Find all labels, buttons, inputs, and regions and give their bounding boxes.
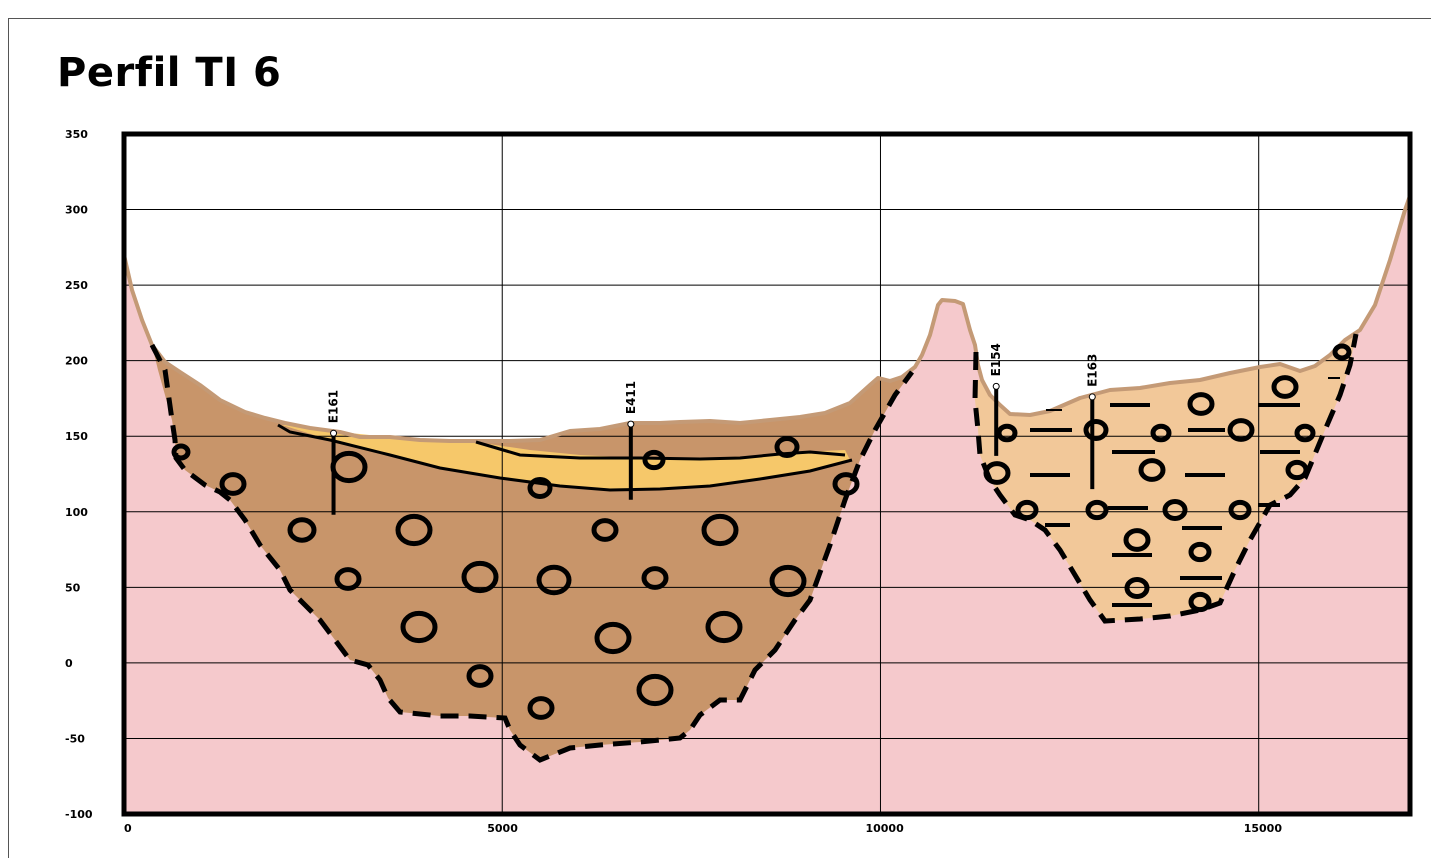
well-head-marker	[330, 429, 338, 437]
well-head-marker	[627, 420, 635, 428]
well-label: E154	[989, 343, 1003, 376]
geologic-profile-chart: E161 E411 E154 E163 350 300 250 200 150 100 50 0 -5…	[65, 128, 1413, 835]
page-title: Perfil TI 6	[57, 50, 282, 96]
y-axis-tick-labels: 350 300 250 200 150 100 50 0 -50 -100	[65, 128, 93, 821]
well-head-marker	[992, 382, 1000, 390]
clast-symbol	[1285, 459, 1309, 481]
clast-symbol	[636, 673, 674, 707]
clast-symbol	[171, 443, 191, 461]
clast-symbol	[769, 564, 807, 598]
well-head-marker	[1088, 393, 1096, 401]
clast-symbol	[1227, 418, 1255, 442]
x-tick-label: 0	[124, 822, 132, 835]
lens-upper-boundary	[475, 440, 846, 461]
well-e161: E161	[327, 390, 341, 515]
clast-symbol	[1123, 528, 1151, 552]
x-tick-label: 5000	[487, 822, 518, 835]
plot-frame	[121, 131, 1413, 817]
clast-symbol	[1138, 458, 1166, 482]
clast-symbol	[466, 664, 494, 688]
clast-symbol	[1015, 499, 1039, 521]
clast-symbol	[1294, 423, 1316, 443]
clast-symbol	[395, 513, 433, 547]
clast-symbol	[705, 610, 743, 644]
well-e411: E411	[624, 381, 638, 500]
topographic-surface-line	[124, 189, 1410, 443]
clast-symbol	[1083, 419, 1109, 441]
well-e154: E154	[989, 343, 1003, 456]
clast-symbol	[1124, 577, 1150, 599]
figure-frame	[8, 18, 1431, 858]
x-tick-label: 10000	[865, 822, 904, 835]
clast-symbol	[594, 621, 632, 655]
well-label: E163	[1085, 354, 1099, 387]
clast-symbol	[832, 472, 860, 496]
clast-symbol	[1150, 423, 1172, 443]
well-label: E161	[327, 390, 341, 423]
left-valley-base-boundary	[149, 343, 915, 763]
clast-symbol	[701, 513, 739, 547]
well-e163: E163	[1085, 354, 1099, 490]
y-tick-label: 50	[65, 581, 81, 594]
y-tick-label: 0	[65, 657, 73, 670]
clast-symbols	[171, 343, 1352, 720]
y-tick-label: 150	[65, 430, 88, 443]
lamination-symbols	[1030, 377, 1340, 607]
clast-symbol	[996, 423, 1018, 443]
y-tick-label: -100	[65, 808, 93, 821]
x-axis-tick-labels: 0 5000 10000 15000	[124, 822, 1282, 835]
y-tick-label: 300	[65, 204, 88, 217]
clast-symbol	[1271, 375, 1299, 399]
clast-symbol	[461, 560, 499, 594]
plot-area: E161 E411 E154 E163	[124, 134, 1410, 814]
clast-symbol	[536, 564, 572, 596]
well-label: E411	[624, 381, 638, 414]
clast-symbol	[1228, 499, 1252, 521]
clast-symbol	[334, 567, 362, 591]
clast-symbol	[1332, 343, 1352, 361]
clast-symbol	[591, 518, 619, 542]
clast-symbol	[400, 610, 438, 644]
clast-symbol	[1187, 392, 1215, 416]
y-tick-label: 350	[65, 128, 88, 141]
clast-symbol	[641, 566, 669, 590]
clast-symbol	[219, 472, 247, 496]
y-tick-label: 100	[65, 506, 88, 519]
wells-layer: E161 E411 E154 E163	[327, 343, 1099, 515]
y-tick-label: -50	[65, 732, 85, 745]
clast-symbol	[774, 436, 800, 458]
clast-symbol	[1085, 499, 1109, 521]
lens-lower-boundary	[277, 423, 853, 492]
clast-symbol	[1162, 499, 1188, 521]
clast-symbol	[642, 449, 666, 471]
clast-symbol	[1188, 591, 1212, 613]
y-tick-label: 250	[65, 279, 88, 292]
x-tick-label: 15000	[1244, 822, 1283, 835]
y-tick-label: 200	[65, 355, 88, 368]
clast-symbol	[983, 461, 1011, 485]
valley-fill-unit-brown	[152, 345, 912, 760]
clast-symbol	[287, 517, 317, 543]
clast-symbol	[1188, 541, 1212, 563]
clast-symbol	[527, 696, 555, 720]
grid-lines	[124, 134, 1410, 814]
clast-symbol	[527, 477, 553, 499]
